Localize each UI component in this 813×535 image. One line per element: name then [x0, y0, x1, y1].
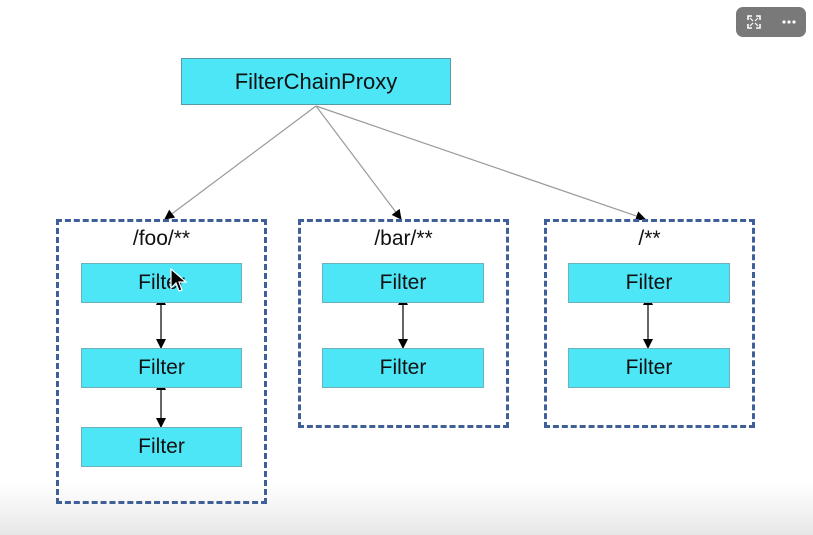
- filter-label: Filter: [138, 435, 185, 458]
- mouse-cursor-icon: [170, 268, 188, 292]
- filter-chain-group-foo: /foo/**: [56, 219, 267, 504]
- filter-chain-group-bar: /bar/**: [298, 219, 509, 428]
- filter-box-foo-2: Filter: [81, 348, 242, 388]
- filter-box-bar-1: Filter: [322, 263, 484, 303]
- filter-box-all-2: Filter: [568, 348, 730, 388]
- filter-box-foo-3: Filter: [81, 427, 242, 467]
- filter-label: Filter: [379, 271, 427, 294]
- group-pattern-foo: /foo/**: [132, 227, 191, 250]
- filter-label: Filter: [625, 271, 673, 294]
- filter-box-all-1: Filter: [568, 263, 730, 303]
- filter-label: Filter: [138, 356, 185, 379]
- filter-chain-group-all: /**: [544, 219, 755, 428]
- filter-chain-proxy-label: FilterChainProxy: [234, 68, 398, 94]
- group-pattern-bar: /bar/**: [374, 227, 433, 250]
- filter-label: Filter: [379, 356, 427, 379]
- filter-box-bar-2: Filter: [322, 348, 484, 388]
- more-options-icon[interactable]: [775, 8, 803, 36]
- filter-box-foo-1: Filter: [81, 263, 242, 303]
- connector-root-to-foo: [164, 105, 317, 220]
- expand-icon[interactable]: [740, 8, 768, 36]
- connector-root-to-all: [315, 105, 646, 221]
- video-player-controls: [736, 7, 806, 37]
- filter-label: Filter: [625, 356, 673, 379]
- connector-root-to-bar: [315, 105, 402, 220]
- group-pattern-all: /**: [638, 227, 661, 250]
- filter-chain-proxy-box: FilterChainProxy: [181, 58, 451, 105]
